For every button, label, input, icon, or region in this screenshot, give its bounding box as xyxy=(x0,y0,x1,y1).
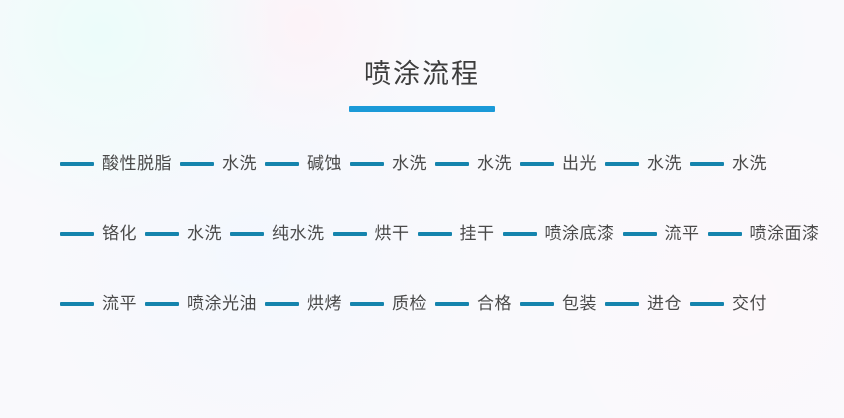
connector-line xyxy=(145,232,179,236)
process-step: 合格 xyxy=(477,294,512,314)
process-step: 碱蚀 xyxy=(307,154,342,174)
connector-line xyxy=(180,162,214,166)
process-step: 水洗 xyxy=(392,154,427,174)
process-step: 挂干 xyxy=(459,224,495,244)
connector-line xyxy=(605,162,639,166)
title-underline-bar xyxy=(349,106,495,112)
connector-line xyxy=(60,232,94,236)
process-step: 流平 xyxy=(102,294,137,314)
process-step: 烘干 xyxy=(374,224,410,244)
connector-line xyxy=(230,232,264,236)
connector-line xyxy=(60,162,94,166)
connector-line xyxy=(605,302,639,306)
connector-line xyxy=(417,232,452,236)
diagram-header: 喷涂流程 xyxy=(0,58,844,112)
process-row-2: 铬化 水洗 纯水洗 烘干 挂干 喷涂底漆 流平 喷涂面漆 xyxy=(0,222,844,246)
process-step: 交付 xyxy=(732,294,767,314)
process-step: 喷涂底漆 xyxy=(544,224,615,244)
connector-line xyxy=(707,232,742,236)
process-step: 进仓 xyxy=(647,294,682,314)
connector-line xyxy=(265,162,299,166)
connector-line xyxy=(435,162,469,166)
connector-line xyxy=(520,302,554,306)
process-row-3: 流平 喷涂光油 烘烤 质检 合格 包装 进仓 交付 xyxy=(0,292,844,316)
process-row-1: 酸性脱脂 水洗 碱蚀 水洗 水洗 出光 水洗 水洗 xyxy=(0,152,844,176)
connector-line xyxy=(350,162,384,166)
process-step: 出光 xyxy=(562,154,597,174)
connector-line xyxy=(435,302,469,306)
process-step: 包装 xyxy=(562,294,597,314)
process-step: 纯水洗 xyxy=(272,224,325,244)
process-step: 喷涂面漆 xyxy=(749,224,820,244)
connector-line xyxy=(622,232,657,236)
connector-line xyxy=(265,302,299,306)
process-step: 烘烤 xyxy=(307,294,342,314)
connector-line xyxy=(145,302,179,306)
process-step: 水洗 xyxy=(187,224,222,244)
connector-line xyxy=(690,162,724,166)
connector-line xyxy=(690,302,724,306)
connector-line xyxy=(520,162,554,166)
process-step: 喷涂光油 xyxy=(187,294,257,314)
connector-line xyxy=(502,232,537,236)
process-step: 酸性脱脂 xyxy=(102,154,172,174)
process-step: 水洗 xyxy=(222,154,257,174)
process-flow: 酸性脱脂 水洗 碱蚀 水洗 水洗 出光 水洗 水洗 铬化 水洗 纯水洗 烘干 xyxy=(0,152,844,316)
process-step: 质检 xyxy=(392,294,427,314)
process-step: 流平 xyxy=(664,224,700,244)
process-step: 水洗 xyxy=(477,154,512,174)
connector-line xyxy=(60,302,94,306)
connector-line xyxy=(332,232,367,236)
process-step: 水洗 xyxy=(647,154,682,174)
process-step: 铬化 xyxy=(102,224,137,244)
connector-line xyxy=(350,302,384,306)
page-title: 喷涂流程 xyxy=(364,59,480,90)
process-step: 水洗 xyxy=(732,154,767,174)
